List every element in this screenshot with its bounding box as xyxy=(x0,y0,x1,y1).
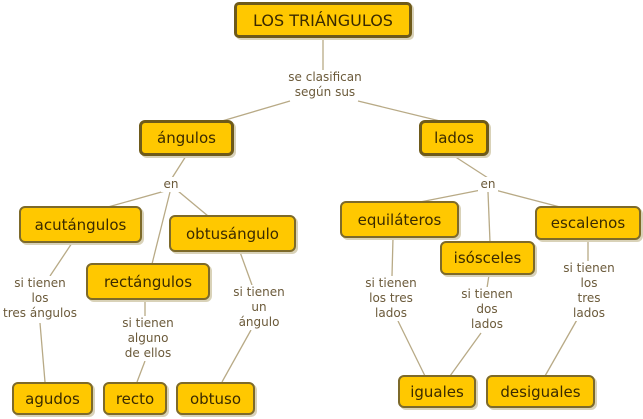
link-en-lados: en xyxy=(478,177,498,192)
link-si-tienen-escalenos: si tienen los tres lados xyxy=(556,261,622,321)
line-en-equilateros xyxy=(419,189,482,203)
line-esc-desiguales xyxy=(544,317,579,377)
concept-lados[interactable]: lados xyxy=(419,120,489,156)
link-si-tienen-equilateros: si tienen los tres lados xyxy=(358,276,424,321)
line-obtusang-label xyxy=(239,251,253,286)
line-clasifican-angulos xyxy=(221,100,291,122)
concept-iguales[interactable]: iguales xyxy=(398,375,476,408)
concept-obtuso[interactable]: obtuso xyxy=(176,382,255,415)
link-se-clasifican: se clasifican según sus xyxy=(281,70,369,100)
line-equi-label xyxy=(391,237,394,277)
line-angulos-en xyxy=(171,155,187,179)
concept-rectangulos[interactable]: rectángulos xyxy=(86,263,210,300)
concept-agudos[interactable]: agudos xyxy=(12,382,93,415)
concept-isosceles[interactable]: isósceles xyxy=(440,241,535,275)
line-en-obtusangulo xyxy=(177,190,209,217)
concept-obtusangulo[interactable]: obtusángulo xyxy=(169,215,296,252)
line-en-rectangulos xyxy=(151,191,171,265)
line-clasifican-lados xyxy=(357,100,441,122)
concept-los-triangulos[interactable]: LOS TRIÁNGULOS xyxy=(234,2,412,38)
line-isos-label xyxy=(486,274,490,289)
concept-desiguales[interactable]: desiguales xyxy=(486,375,595,408)
line-en-escalenos xyxy=(494,189,561,208)
line-equi-iguales xyxy=(397,320,426,377)
line-acut-label xyxy=(49,242,73,277)
line-acut-agudos xyxy=(39,322,46,383)
link-si-tienen-isosceles: si tienen dos lados xyxy=(455,287,519,332)
link-si-tienen-obtuso: si tienen un ángulo xyxy=(227,285,291,330)
concept-acutangulos[interactable]: acutángulos xyxy=(19,206,142,243)
line-rect-recto xyxy=(136,360,146,383)
link-en-angulos: en xyxy=(161,177,181,192)
line-obtusang-obtuso xyxy=(221,329,252,383)
concept-recto[interactable]: recto xyxy=(103,382,167,415)
concept-equilateros[interactable]: equiláteros xyxy=(340,201,459,238)
concept-escalenos[interactable]: escalenos xyxy=(535,206,641,240)
concept-angulos[interactable]: ángulos xyxy=(139,120,234,156)
line-en-acutangulos xyxy=(107,190,166,208)
line-lados-en xyxy=(453,155,489,179)
link-si-tienen-agudos: si tienen los tres ángulos xyxy=(0,276,80,321)
line-en-isosceles xyxy=(487,191,491,243)
line-isos-iguales xyxy=(449,332,482,377)
link-si-tienen-recto: si tienen alguno de ellos xyxy=(110,316,186,361)
